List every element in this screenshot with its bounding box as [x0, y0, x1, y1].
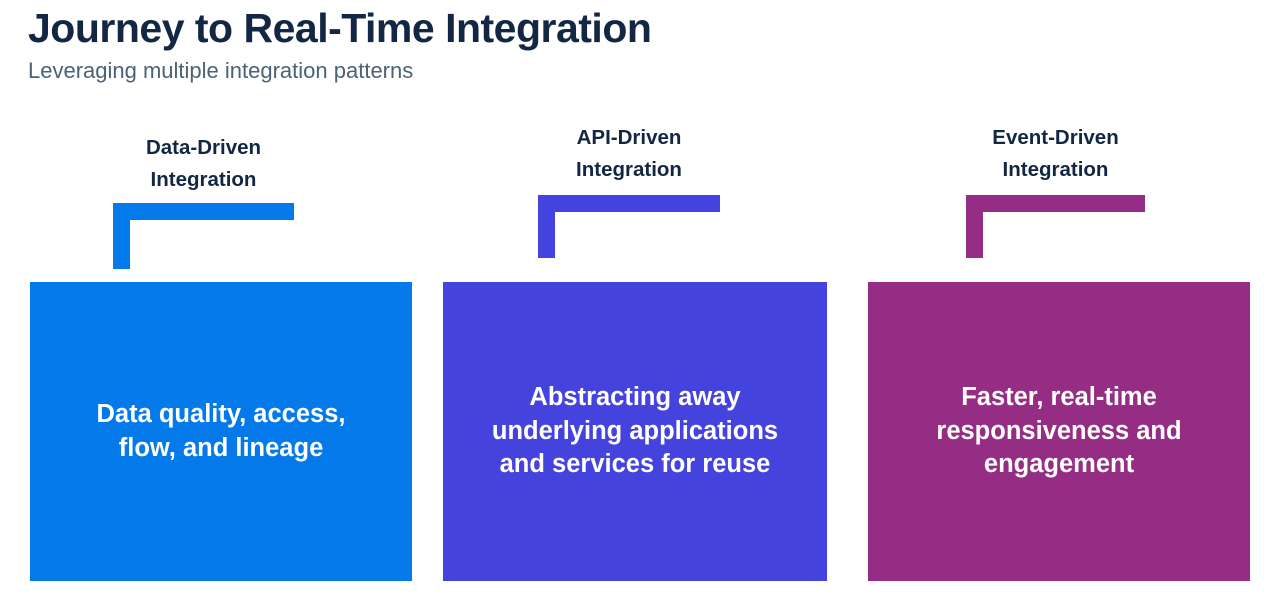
card-text-event-driven: Faster, real-time responsiveness and eng… — [936, 383, 1182, 479]
connector-vertical-leg — [113, 203, 130, 269]
connector-vertical-leg — [538, 195, 555, 258]
card-text-data-driven: Data quality, access, flow, and lineage — [96, 399, 346, 462]
card-event-driven[interactable]: Faster, real-time responsiveness and eng… — [868, 282, 1250, 581]
connector-horizontal-bar — [966, 195, 1145, 212]
column-heading-api-driven: API-Driven Integration — [576, 126, 682, 181]
connector-horizontal-bar — [113, 203, 294, 220]
connector-elbow-data-driven — [113, 203, 294, 269]
page-title: Journey to Real-Time Integration — [28, 5, 652, 51]
slide-header: Journey to Real-Time Integration Leverag… — [28, 4, 1028, 85]
connector-horizontal-bar — [538, 195, 720, 212]
card-data-driven[interactable]: Data quality, access, flow, and lineage — [30, 282, 412, 581]
card-api-driven[interactable]: Abstracting away underlying applications… — [443, 282, 827, 581]
column-heading-event-driven: Event-Driven Integration — [992, 126, 1119, 181]
page-subtitle: Leveraging multiple integration patterns — [28, 58, 414, 84]
card-text-api-driven: Abstracting away underlying applications… — [491, 383, 779, 479]
connector-elbow-event-driven — [966, 195, 1145, 258]
connector-vertical-leg — [966, 195, 983, 258]
connector-elbow-api-driven — [538, 195, 720, 258]
column-heading-data-driven: Data-Driven Integration — [145, 136, 262, 191]
